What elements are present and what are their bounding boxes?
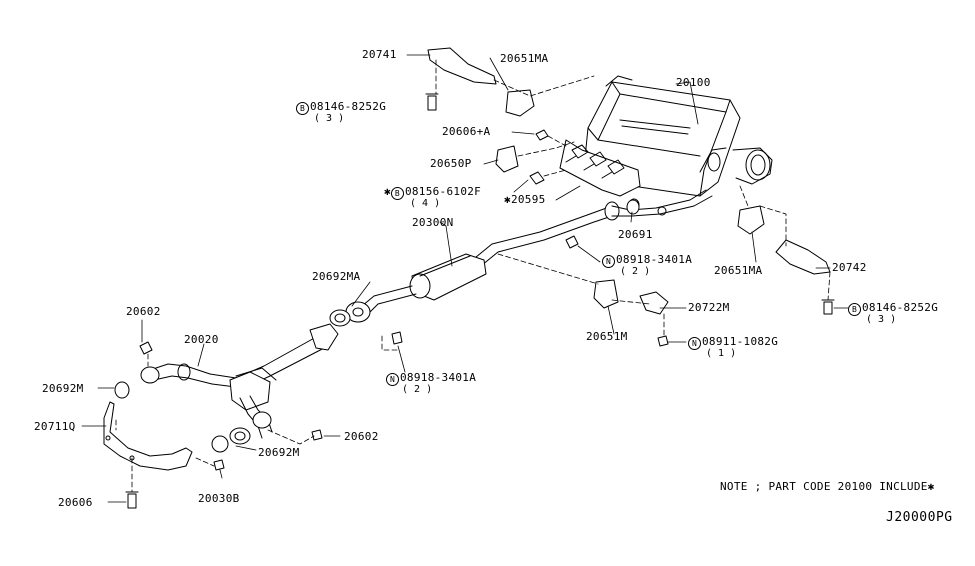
label-20602-top[interactable]: 20602 [126,305,161,318]
center-muffler-20300N [345,253,487,323]
heat-insulator-20595 [559,139,641,197]
mount-20650P [495,145,519,173]
front-pipe-20020 [140,323,339,445]
part-number: 08156-6102F [404,185,482,198]
label-20651MA-top[interactable]: 20651MA [500,52,549,65]
bolt-prefix-icon: B [390,187,404,200]
qty-08911: ( 1 ) [706,348,737,359]
bracket-20711Q [103,401,193,471]
label-20300N[interactable]: 20300N [412,216,454,229]
label-20692M-bottom[interactable]: 20692M [258,446,300,459]
part-number: 08911-1082G [702,335,779,348]
part-number: 20595 [510,193,546,206]
mount-20651MA-right [737,205,765,235]
diagram-code: J20000PG [886,510,953,525]
label-20692M-left[interactable]: 20692M [42,382,84,395]
gasket-20692MA [329,309,351,327]
bolt-prefix-icon: B [848,303,861,316]
gasket-20692M-left [114,381,130,399]
gasket-20692M-bottom [211,435,229,453]
label-20602-right[interactable]: 20602 [344,430,379,443]
label-20595[interactable]: ✱20595 [504,194,546,206]
label-20651M[interactable]: 20651M [586,330,628,343]
part-number: 08146-8252G [310,100,387,113]
mount-20651M [593,279,619,309]
rear-pipe [469,189,713,271]
label-20650P[interactable]: 20650P [430,157,472,170]
part-number: 08918-3401A [400,371,477,384]
label-20100[interactable]: 20100 [676,76,711,89]
nut-prefix-icon: N [602,255,615,268]
part-number: 08918-3401A [616,253,693,266]
label-20722M[interactable]: 20722M [688,301,730,314]
label-20692MA[interactable]: 20692MA [312,270,361,283]
hanger-20741 [427,47,497,85]
bolt-prefix-icon: B [296,102,309,115]
label-20606[interactable]: 20606 [58,496,93,509]
qty-08146-right: ( 3 ) [866,314,897,325]
label-20711Q[interactable]: 20711Q [34,420,76,433]
nut-prefix-icon: N [386,373,399,386]
star-prefix-icon: ✱ [504,193,511,206]
nut-prefix-icon: N [688,337,701,350]
hanger-20742 [775,239,831,275]
note-text: NOTE ; PART CODE 20100 INCLUDE✱ [720,480,935,493]
qty-08918-bottom: ( 2 ) [402,384,433,395]
qty-08146-top: ( 3 ) [314,113,345,124]
label-20742[interactable]: 20742 [832,261,867,274]
qty-08918-top: ( 2 ) [620,266,651,277]
mount-20651MA-top [505,89,535,117]
part-number: 08146-8252G [862,301,939,314]
fasteners [125,93,835,509]
label-20691[interactable]: 20691 [618,228,653,241]
star-prefix-icon: ✱ [384,185,391,198]
label-20651MA-right[interactable]: 20651MA [714,264,763,277]
qty-08156: ( 4 ) [410,198,441,209]
label-20020[interactable]: 20020 [184,333,219,346]
label-20030B[interactable]: 20030B [198,492,240,505]
label-20741[interactable]: 20741 [362,48,397,61]
label-20606-A[interactable]: 20606+A [442,125,491,138]
